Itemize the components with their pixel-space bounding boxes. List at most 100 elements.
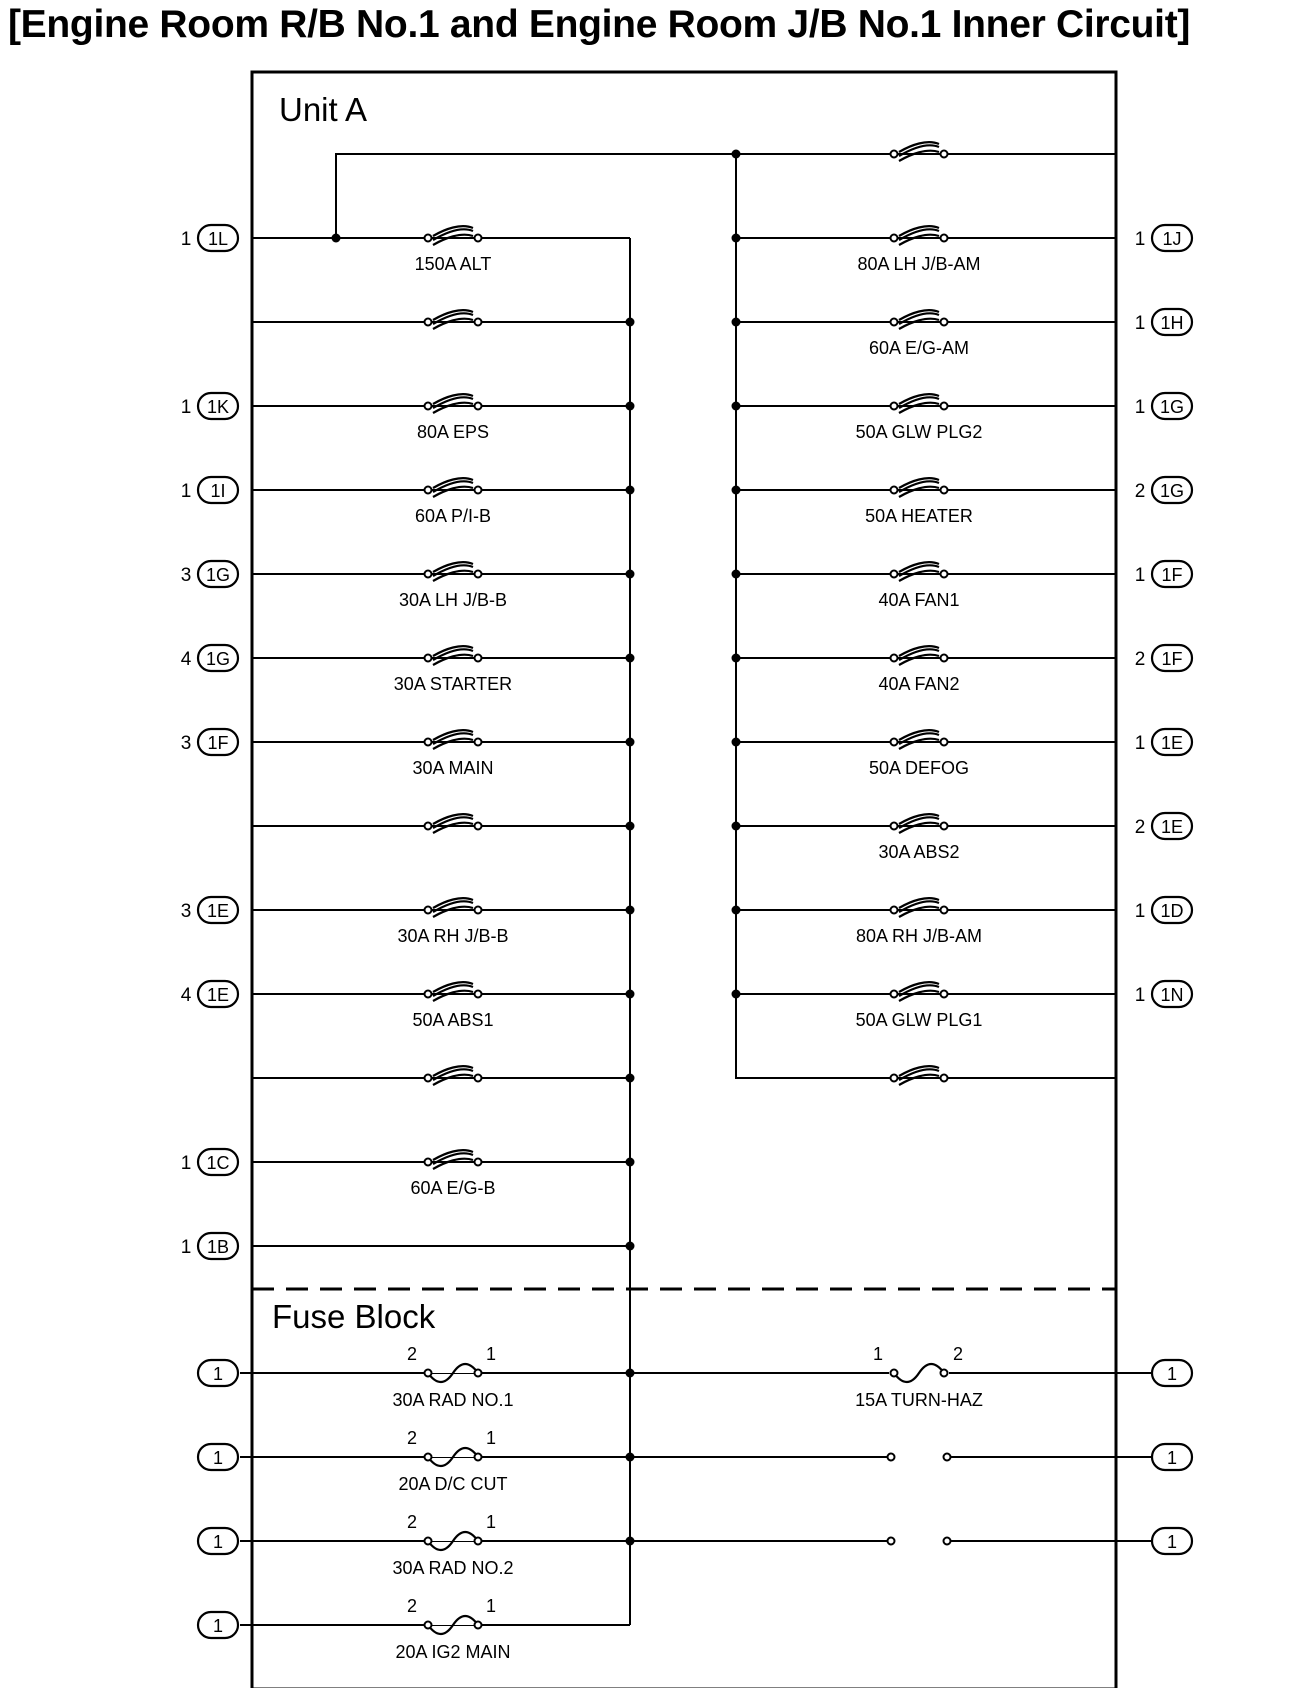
fuse-symbol — [889, 1362, 949, 1384]
connector-outline — [1150, 895, 1194, 925]
fuse-symbol — [423, 897, 483, 919]
left-fuse-row: 60A P/I-B 1 1I — [181, 475, 635, 526]
fuse-terminal — [939, 653, 949, 663]
fuse-terminal — [889, 989, 899, 999]
bus-junction — [625, 317, 635, 327]
fuse-terminal — [473, 1073, 483, 1083]
connector-id: 1E — [1161, 733, 1183, 753]
connector-badge: 1L — [196, 223, 240, 253]
fuse-label: 60A E/G-B — [410, 1178, 495, 1198]
pin-number: 1 — [1135, 733, 1146, 754]
connector-id: 1F — [1161, 649, 1182, 669]
fuse-element — [897, 141, 941, 163]
pin-number: 3 — [181, 565, 192, 586]
fuse-terminal — [889, 737, 899, 747]
connector-id: 1I — [210, 481, 225, 501]
connector-outline — [196, 1442, 240, 1472]
enclosure-border — [250, 70, 1118, 1688]
fuse-label: 30A RH J/B-B — [397, 926, 508, 946]
fuse-element — [897, 477, 941, 499]
connector-id: 1L — [208, 229, 228, 249]
connector-id: 1 — [1167, 1364, 1177, 1384]
terminal-number: 1 — [486, 1512, 496, 1532]
terminal-number: 1 — [486, 1596, 496, 1616]
connector-id: 1 — [213, 1448, 223, 1468]
connector-id: 1 — [213, 1616, 223, 1636]
fuse-element — [893, 1362, 945, 1384]
fuse-element — [897, 645, 941, 667]
pin-number: 2 — [1135, 817, 1146, 838]
fuse-element — [897, 561, 941, 583]
connector-id: 1K — [207, 397, 229, 417]
fuse-terminal — [939, 485, 949, 495]
pin-number: 1 — [181, 481, 192, 502]
fuse-terminal — [939, 989, 949, 999]
connector-outline — [196, 895, 240, 925]
bus-junction — [625, 401, 635, 411]
fuse-symbol — [423, 1065, 483, 1087]
fuse-symbol — [423, 561, 483, 583]
fuse-terminal — [939, 317, 949, 327]
connector-badge: 1H — [1150, 307, 1194, 337]
connector-outline — [196, 1526, 240, 1556]
fuse-terminal — [473, 401, 483, 411]
fuse-label: 60A P/I-B — [415, 506, 491, 526]
pin-number: 1 — [181, 1237, 192, 1258]
fuse-terminal — [939, 1368, 949, 1378]
bus-junction — [625, 653, 635, 663]
fuse-element — [431, 561, 475, 583]
fuse-terminal — [889, 317, 899, 327]
fuse-terminal — [423, 653, 433, 663]
fuse-symbol — [889, 645, 949, 667]
connector-id: 1C — [206, 1153, 229, 1173]
left-fuse-row — [252, 1065, 635, 1087]
connector-id: 1 — [213, 1532, 223, 1552]
connector-outline — [196, 391, 240, 421]
fuse-terminal — [473, 317, 483, 327]
connector-outline — [1150, 391, 1194, 421]
fuse-label: 50A GLW PLG1 — [856, 1010, 983, 1030]
fuse-terminal — [423, 1536, 433, 1546]
terminal-number: 2 — [407, 1428, 417, 1448]
bus-junction — [625, 905, 635, 915]
fuse-label: 20A D/C CUT — [398, 1474, 507, 1494]
right-fuse-row — [736, 1065, 1116, 1087]
connector-outline — [1150, 559, 1194, 589]
bus-junction — [625, 821, 635, 831]
pin-number: 2 — [1135, 481, 1146, 502]
pin-number: 1 — [181, 397, 192, 418]
pin-number: 2 — [1135, 649, 1146, 670]
page-title: [Engine Room R/B No.1 and Engine Room J/… — [8, 3, 1191, 46]
fuse-symbol — [423, 393, 483, 415]
connector-badge: 1G — [196, 559, 240, 589]
fuse-symbol — [423, 1362, 483, 1384]
fuse-label: 60A E/G-AM — [869, 338, 969, 358]
connector-badge: 1F — [196, 727, 240, 757]
fuse-label: 30A LH J/B-B — [399, 590, 507, 610]
fuse-terminal — [423, 233, 433, 243]
connector-badge: 1 — [1150, 1358, 1194, 1388]
unit-a-label: Unit A — [279, 91, 367, 128]
bus-junction — [731, 233, 741, 243]
fuse-block-right-row: 1 — [630, 1442, 1194, 1472]
open-terminal — [942, 1536, 952, 1546]
fuse-terminal — [939, 569, 949, 579]
fuse-element — [897, 897, 941, 919]
fuse-element — [427, 1530, 479, 1552]
fuse-label: 30A MAIN — [412, 758, 493, 778]
fuse-element — [427, 1362, 479, 1384]
connector-badge: 1N — [1150, 979, 1194, 1009]
fuse-gap — [426, 1619, 480, 1625]
fuse-label: 50A GLW PLG2 — [856, 422, 983, 442]
bus-junction — [731, 317, 741, 327]
fuse-element — [431, 1065, 475, 1087]
connector-id: 1E — [207, 901, 229, 921]
